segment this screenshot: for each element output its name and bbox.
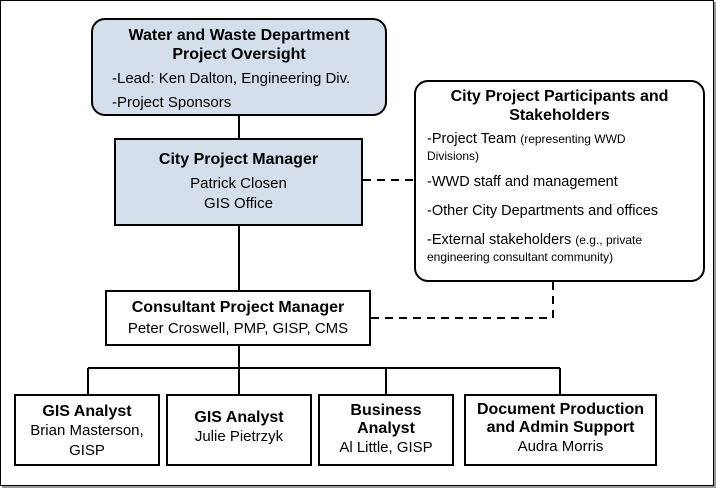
participant-item: -WWD staff and management	[427, 174, 703, 191]
participants-items: -Project Team (representing WWD Division…	[416, 131, 703, 266]
team-box-gis-analyst-2: GIS Analyst Julie Pietrzyk	[166, 394, 312, 466]
team-title: GIS Analyst	[194, 409, 284, 426]
participant-item-main: -Other City Departments and offices	[427, 203, 659, 219]
team-title-line1: Document Production	[476, 401, 645, 418]
oversight-box: Water and Waste Department Project Overs…	[91, 18, 387, 116]
participant-item-main: -External stakeholders	[427, 232, 576, 248]
participant-item-note: (representing WWD	[520, 132, 626, 146]
team-box-gis-analyst-1: GIS Analyst Brian Masterson, GISP	[14, 394, 160, 466]
oversight-title-line1: Water and Waste Department	[128, 27, 350, 44]
participants-title-line1: City Project Participants and	[450, 88, 669, 105]
team-box-document-production: Document Production and Admin Support Au…	[464, 394, 657, 466]
consultant-pm-box: Consultant Project Manager Peter Croswel…	[105, 290, 371, 346]
participant-item-main: -Project Team	[427, 131, 521, 147]
participant-item-note: (e.g., private	[575, 233, 642, 247]
team-box-business-analyst: Business Analyst Al Little, GISP	[318, 394, 454, 466]
oversight-item: -Project Sponsors	[112, 94, 232, 111]
oversight-item: -Lead: Ken Dalton, Engineering Div.	[112, 70, 351, 87]
team-title: GIS Analyst	[42, 403, 132, 420]
oversight-title-line2: Project Oversight	[172, 46, 306, 63]
participant-item-main: -WWD staff and management	[427, 174, 618, 190]
consultant-name: Peter Croswell, PMP, GISP, CMS	[127, 320, 349, 337]
team-title-line2: and Admin Support	[486, 419, 635, 436]
participant-item: -External stakeholders (e.g., private en…	[427, 232, 703, 266]
dashed-consultant-participants	[371, 282, 554, 319]
team-title-line2: Analyst	[357, 420, 415, 437]
participants-title-line2: Stakeholders	[509, 107, 610, 124]
project-manager-office: GIS Office	[204, 195, 273, 212]
project-manager-name: Patrick Closen	[190, 175, 287, 192]
participant-item: -Project Team (representing WWD Division…	[427, 131, 703, 165]
team-title-line1: Business	[350, 402, 422, 419]
participants-box: City Project Participants and Stakeholde…	[414, 80, 705, 282]
team-line: GISP	[69, 442, 105, 459]
project-manager-title: City Project Manager	[158, 151, 319, 168]
oversight-items: -Lead: Ken Dalton, Engineering Div. -Pro…	[93, 67, 385, 115]
team-line: Al Little, GISP	[339, 439, 433, 456]
participant-item-note2: engineering consultant community)	[427, 250, 614, 264]
participant-item-note2: Divisions)	[427, 149, 480, 163]
project-manager-box: City Project Manager Patrick Closen GIS …	[114, 138, 363, 226]
team-line: Brian Masterson,	[30, 422, 144, 439]
consultant-title: Consultant Project Manager	[131, 299, 345, 316]
participant-item: -Other City Departments and offices	[427, 203, 703, 220]
team-line: Julie Pietrzyk	[194, 428, 284, 445]
team-line: Audra Morris	[517, 438, 604, 455]
